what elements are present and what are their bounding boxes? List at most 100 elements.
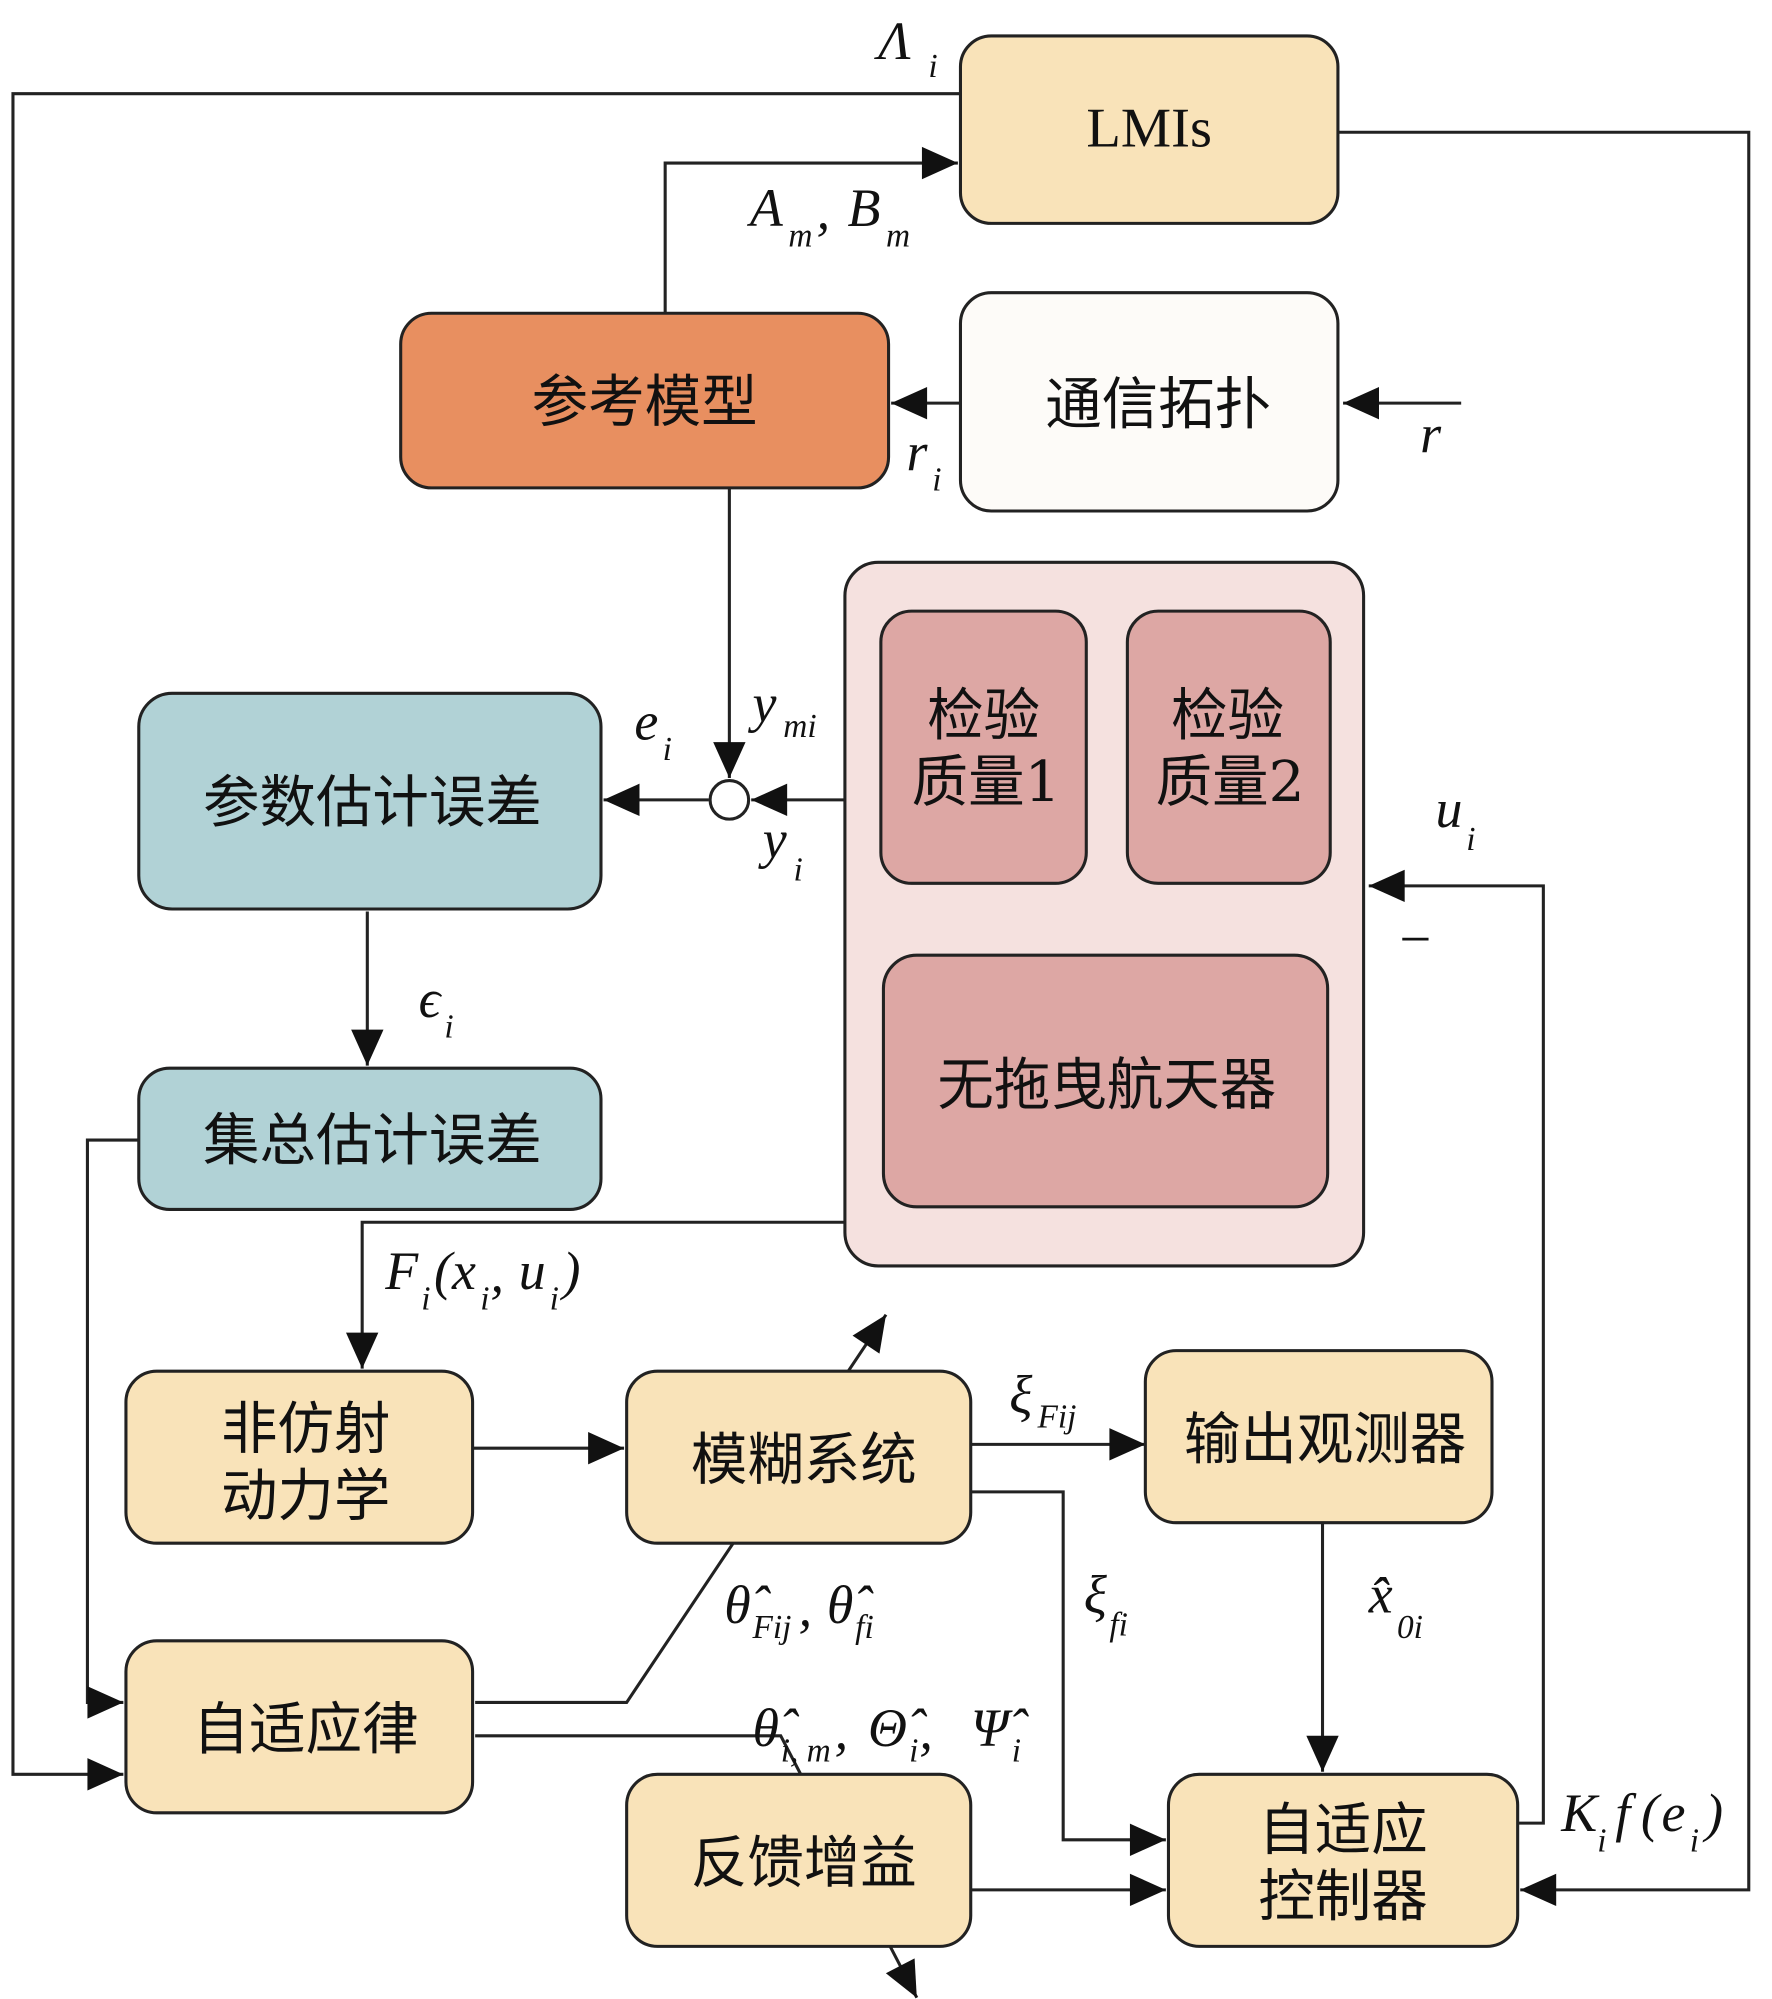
communication-topology-shape: [958, 291, 1340, 513]
lambda-signal-line: [11, 92, 961, 1791]
non-affine-dynamics-line-2: 动力学: [221, 1464, 390, 1529]
epsilon-main: ϵ: [419, 969, 443, 1029]
communication-topology-block[interactable]: 通信拓扑: [958, 291, 1340, 513]
e-main: e: [1661, 1783, 1685, 1843]
reference-model-label: 参考模型: [532, 370, 758, 435]
xi-fij-label: ξ Fij: [1009, 1364, 1076, 1435]
proof-mass-1-line-1: 检验: [927, 683, 1040, 748]
feedback-gain-label: 反馈增益: [691, 1831, 917, 1896]
xi-fi-signal-line: [970, 1490, 1166, 1856]
communication-topology-label: 通信拓扑: [1045, 373, 1271, 438]
lmi-output-line: [1337, 130, 1751, 1907]
non-affine-dynamics-block[interactable]: 非仿射 动力学: [124, 1369, 475, 1545]
x-hat-sub: 0i: [1397, 1609, 1423, 1646]
adaptive-controller-line-2: 控制器: [1258, 1865, 1427, 1930]
fi-signal-line: [346, 1220, 845, 1369]
lambda-label: Λ i: [873, 11, 937, 85]
adaptive-law-block[interactable]: 自适应律: [124, 1639, 475, 1815]
proof-mass-2-shape: [1125, 609, 1332, 885]
output-observer-shape: [1143, 1349, 1494, 1525]
lumped-estimation-error-label: 集总估计误差: [203, 1108, 542, 1173]
lambda-sub: i: [928, 48, 937, 85]
fi-f: F: [384, 1241, 419, 1301]
parameter-estimation-error-shape: [137, 691, 603, 911]
drag-free-spacecraft-shape: [881, 953, 1330, 1209]
lambda-main: Λ: [873, 11, 911, 71]
output-observer-block[interactable]: 输出观测器: [1143, 1349, 1494, 1525]
minus-sign: −: [1400, 909, 1432, 971]
fi-x: x: [451, 1241, 476, 1301]
theta-group-separator-1: ,: [835, 1701, 848, 1761]
fi-label: F i ( x i , u i ): [384, 1241, 580, 1318]
non-affine-dynamics-shape: [124, 1369, 475, 1545]
ui-sub: i: [1466, 821, 1475, 858]
fi-sub-2: i: [480, 1281, 489, 1318]
am-bm-separator: ,: [817, 181, 830, 241]
yi-main: y: [758, 810, 787, 870]
proof-mass-2-block[interactable]: 检验 质量2: [1125, 609, 1332, 885]
lmis-block-shape: [958, 34, 1340, 225]
yi-sub: i: [794, 852, 803, 889]
fuzzy-system-block[interactable]: 模糊系统: [625, 1369, 973, 1545]
drag-free-spacecraft-block[interactable]: 无拖曳航天器: [881, 953, 1330, 1209]
feedback-gain-block[interactable]: 反馈增益: [625, 1772, 973, 1948]
k-open-paren: (: [1641, 1783, 1662, 1843]
fuzzy-system-label: 模糊系统: [691, 1428, 917, 1493]
am-bm-signal-line: [663, 146, 958, 314]
summing-junction: [708, 779, 751, 821]
proof-mass-1-block[interactable]: 检验 质量1: [879, 609, 1088, 885]
adaptive-controller-shape: [1166, 1772, 1520, 1948]
bm-main: B: [847, 178, 880, 238]
fi-open-paren: (: [434, 1241, 455, 1301]
non-affine-dynamics-line-1: 非仿射: [221, 1397, 390, 1462]
xi-fi-label: ξ fi: [1084, 1565, 1128, 1644]
fi-u: u: [519, 1241, 546, 1301]
lumped-estimation-error-block[interactable]: 集总估计误差: [137, 1066, 603, 1211]
proof-mass-2-line-1: 检验: [1171, 683, 1284, 748]
theta-fi-sub: fi: [855, 1609, 874, 1646]
adaptive-controller-line-1: 自适应: [1258, 1798, 1427, 1863]
theta-group-label: θ̂ i, m , Θ̂ i , Ψ̂ i: [752, 1698, 1029, 1769]
ymi-main: y: [747, 674, 776, 734]
parameter-estimation-error-label: 参数估计误差: [203, 771, 542, 836]
x-hat-label: x̂̂ 0i: [1368, 1565, 1423, 1647]
lumped-to-adaptive-line: [85, 1138, 139, 1719]
x-hat-main: x̂̂: [1368, 1565, 1393, 1625]
am-bm-label: A m , B m: [747, 178, 910, 255]
bm-sub: m: [886, 218, 910, 255]
r-label: r: [1420, 404, 1442, 464]
lumped-estimation-error-shape: [137, 1066, 603, 1211]
big-theta-sub: i: [909, 1732, 918, 1769]
psi-sub: i: [1012, 1732, 1021, 1769]
spacecraft-group[interactable]: 检验 质量1 检验 质量2 无拖曳航天器: [843, 560, 1366, 1268]
ui-main: u: [1436, 779, 1463, 839]
epsilon-sub: i: [444, 1008, 453, 1045]
fi-sub-3: i: [550, 1281, 559, 1318]
theta-im-sub: i, m: [781, 1732, 831, 1769]
xi-fij-main: ξ: [1009, 1364, 1033, 1424]
yi-label: y i: [758, 810, 803, 889]
reference-model-block[interactable]: 参考模型: [399, 311, 891, 490]
ri-main: r: [907, 422, 929, 482]
theta-f-sub: Fij: [751, 1609, 791, 1646]
parameter-estimation-error-block[interactable]: 参数估计误差: [137, 691, 603, 911]
lmis-label: LMIs: [1086, 97, 1212, 159]
proof-mass-1-line-2: 质量1: [912, 750, 1061, 815]
ei-main: e: [634, 692, 658, 752]
ri-label: r i: [907, 422, 942, 499]
proof-mass-1-shape: [879, 609, 1088, 885]
xi-fi-main: ξ: [1084, 1565, 1108, 1625]
am-sub: m: [788, 218, 812, 255]
ei-label: e i: [634, 692, 672, 769]
theta-f-separator: ,: [799, 1577, 812, 1637]
k-main: K: [1560, 1783, 1600, 1843]
adaptive-controller-block[interactable]: 自适应 控制器: [1166, 1772, 1520, 1948]
xi-fij-sub: Fij: [1036, 1399, 1076, 1436]
reference-model-shape: [399, 311, 891, 490]
fi-comma: ,: [491, 1244, 504, 1304]
lmis-block[interactable]: LMIs: [958, 34, 1340, 225]
adaptive-law-label: 自适应律: [193, 1698, 419, 1763]
theta-group-separator-2: ,: [919, 1701, 932, 1761]
k-sub: i: [1597, 1822, 1606, 1859]
